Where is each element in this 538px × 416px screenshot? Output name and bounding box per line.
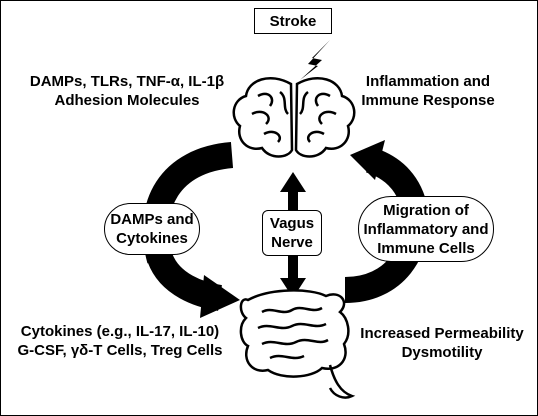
damps-pill: DAMPs and Cytokines: [104, 203, 200, 255]
vagus-line2: Nerve: [271, 234, 313, 251]
stroke-box: Stroke: [254, 8, 332, 34]
gut-right-line2: Dysmotility: [401, 344, 483, 361]
brain-right-line2: Immune Response: [361, 92, 495, 109]
gut-left-line2: G-CSF, γδ-T Cells, Treg Cells: [17, 342, 223, 359]
brain-left-line1: DAMPs, TLRs, TNF-α, IL-1β: [29, 73, 225, 90]
brain-left-label: DAMPs, TLRs, TNF-α, IL-1β Adhesion Molec…: [22, 72, 232, 110]
gut-right-line1: Increased Permeability: [360, 325, 524, 342]
migration-pill: Migration of Inflammatory and Immune Cel…: [358, 196, 494, 262]
vagus-line1: Vagus: [269, 215, 315, 232]
migration-line1: Migration of: [383, 201, 469, 219]
gut-left-label: Cytokines (e.g., IL-17, IL-10) G-CSF, γδ…: [10, 322, 230, 360]
damps-line2: Cytokines: [116, 230, 188, 247]
brain-right-line1: Inflammation and: [365, 73, 491, 90]
migration-line3: Immune Cells: [377, 239, 475, 257]
intestine-icon: [239, 289, 356, 399]
stroke-label: Stroke: [269, 12, 317, 30]
migration-line2: Inflammatory and: [363, 220, 489, 238]
lightning-icon: [300, 40, 330, 80]
gut-right-label: Increased Permeability Dysmotility: [352, 324, 532, 362]
brain-right-label: Inflammation and Immune Response: [348, 72, 508, 110]
damps-line1: DAMPs and: [110, 211, 194, 228]
gut-left-line1: Cytokines (e.g., IL-17, IL-10): [20, 323, 220, 340]
vagus-box: Vagus Nerve: [262, 210, 322, 256]
brain-left-line2: Adhesion Molecules: [54, 92, 200, 109]
brain-icon: [232, 77, 356, 158]
